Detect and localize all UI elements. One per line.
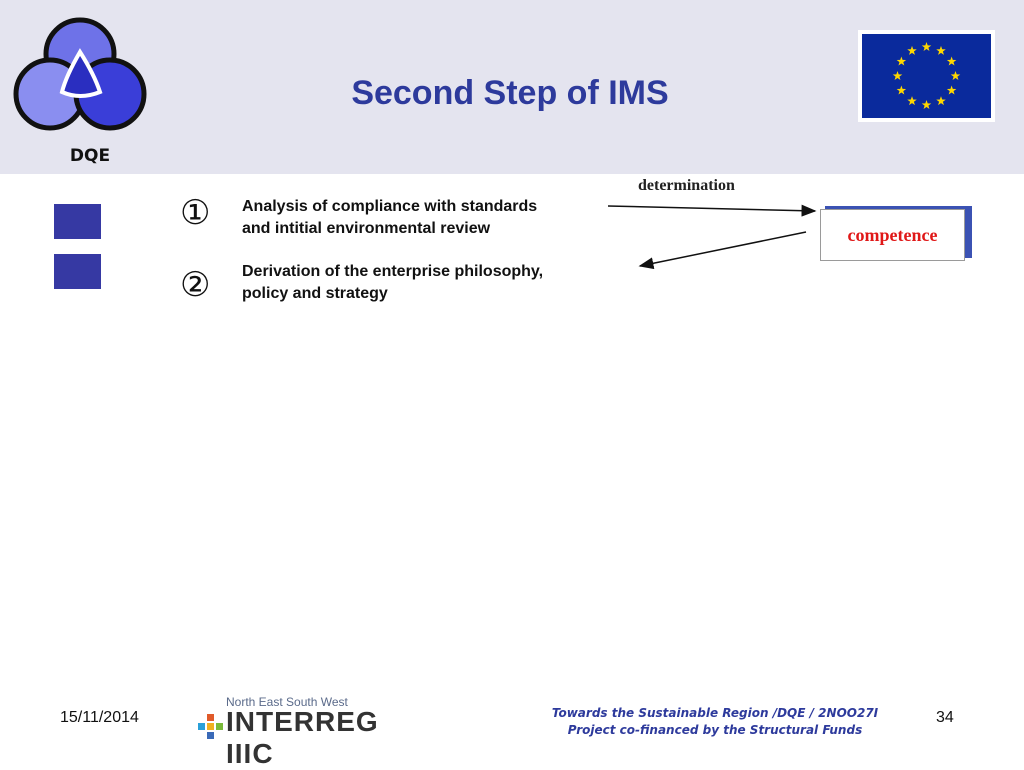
arrow-from-competence	[638, 231, 807, 270]
page-title: Second Step of IMS	[351, 74, 669, 112]
footer-center-text: Towards the Sustainable Region /DQE / 2N…	[500, 705, 930, 739]
dqe-logo-icon	[13, 17, 147, 131]
eu-star-icon	[921, 100, 932, 110]
eu-flag	[858, 30, 995, 122]
footer-center-line-2: Project co-financed by the Structural Fu…	[567, 723, 863, 737]
eu-star-icon	[946, 56, 957, 66]
item-1-line-2: and intitial environmental review	[242, 220, 491, 237]
eu-flag-icon	[858, 30, 995, 122]
competence-label: competence	[820, 209, 965, 261]
eu-star-icon	[907, 96, 917, 106]
eu-star-icon	[896, 85, 907, 95]
item-2-text: Derivation of the enterprise philosophy,…	[242, 261, 622, 305]
item-1-number: ①	[180, 193, 211, 233]
page-number: 34	[936, 709, 954, 726]
item-1-text: Analysis of compliance with standards an…	[242, 196, 622, 240]
slide-header: DQE Second Step of IMS	[0, 0, 1024, 174]
interreg-logo-icon	[198, 714, 223, 739]
interreg-main-text: INTERREG IIIC	[226, 706, 379, 769]
determination-label: determination	[638, 177, 735, 194]
item-2-line-2: policy and strategy	[242, 285, 388, 302]
bullet-square-1	[54, 204, 101, 239]
eu-star-icon	[936, 45, 946, 55]
eu-star-icon	[946, 85, 957, 95]
eu-star-icon	[921, 42, 932, 52]
footer-center-line-1: Towards the Sustainable Region /DQE / 2N…	[551, 706, 879, 720]
bullet-square-2	[54, 254, 101, 289]
interreg-top-text: North East South West	[226, 695, 348, 709]
eu-star-icon	[907, 45, 917, 55]
eu-star-icon	[936, 96, 946, 106]
interreg-logo: North East South West INTERREG IIIC	[198, 694, 428, 769]
eu-star-icon	[892, 71, 903, 81]
footer-date: 15/11/2014	[60, 709, 139, 726]
competence-box: competence	[820, 206, 972, 263]
item-2-line-1: Derivation of the enterprise philosophy,	[242, 263, 544, 280]
dqe-logo: DQE	[10, 14, 150, 166]
item-2-number: ②	[180, 265, 211, 305]
arrow-to-competence	[607, 204, 817, 217]
logo-text: DQE	[69, 146, 111, 166]
eu-star-icon	[896, 56, 907, 66]
item-1-line-1: Analysis of compliance with standards	[242, 198, 538, 215]
eu-star-icon	[950, 71, 961, 81]
